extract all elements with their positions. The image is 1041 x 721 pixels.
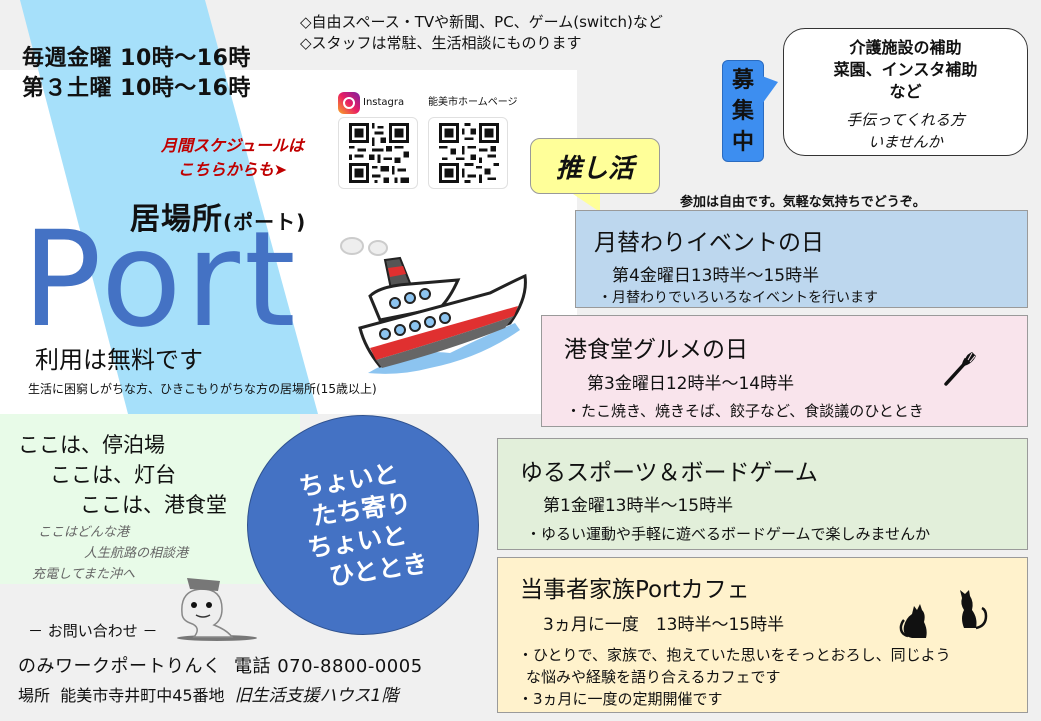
instagram-qr-block[interactable]: Instagra [338, 92, 430, 189]
event-name: 月替わりイベントの日 [594, 230, 824, 256]
org-name: のみワークポートりんく [18, 656, 222, 677]
feature-item: ◇スタッフは常駐、生活相談にものります [300, 34, 582, 52]
target-audience-text: 生活に困窮しがちな方、ひきこもりがちな方の居場所(15歳以上) [28, 382, 377, 396]
event-name: 港食堂グルメの日 [564, 337, 748, 363]
opening-hours: 毎週金曜 10時～16時 第３土曜 10時～16時 [22, 44, 251, 104]
event-name: 当事者家族Portカフェ [520, 577, 750, 603]
recruiting-bubble: 介護施設の補助 菜園、インスタ補助 など 手伝ってくれる方 いませんか [783, 28, 1028, 156]
contact-heading: － お問い合わせ － [28, 622, 158, 640]
city-homepage-qr-code[interactable] [428, 117, 508, 189]
event-card-family-cafe: 当事者家族Portカフェ 3ヵ月に一度 13時半～15時半 ・ひとりで、家族で、… [497, 557, 1028, 713]
contact-org-phone: のみワークポートりんく 電話 070-8800-0005 [18, 656, 423, 677]
event-time: 3ヵ月に一度 13時半～15時半 [543, 615, 785, 635]
city-homepage-qr-block[interactable]: 能美市ホームページ [428, 92, 520, 189]
page-title: 居場所(ポート) [130, 202, 307, 237]
event-desc: ・ゆるい運動や手軽に遊べるボードゲームで楽しみませんか [526, 525, 931, 543]
instagram-qr-code[interactable] [338, 117, 418, 189]
recruiting-tag: 募 集 中 [722, 60, 764, 162]
free-participation-note: 参加は自由です。気軽な気持ちでどうぞ。 [680, 195, 926, 210]
cat-icon [960, 590, 988, 630]
recruiting-tag-tail [762, 76, 778, 104]
port-logo: Port [22, 203, 300, 357]
cat-icon [899, 604, 927, 638]
phone-number[interactable]: 070-8800-0005 [277, 656, 423, 677]
diagonal-stripe [20, 0, 318, 414]
fork-icon [944, 350, 976, 386]
event-card-monthly: 月替わりイベントの日 第4金曜日13時半～15時半 ・月替わりでいろいろなイベン… [575, 210, 1028, 308]
event-name: ゆるスポーツ＆ボードゲーム [520, 460, 818, 486]
address: 能美市寺井町中45番地 [60, 686, 225, 705]
circle-text: ちょいと たち寄り ちょいと ひととき [296, 458, 430, 594]
feature-item: ◇自由スペース・TVや新聞、PC、ゲーム(switch)など [300, 13, 663, 31]
event-card-sports-games: ゆるスポーツ＆ボードゲーム 第1金曜13時半～15時半 ・ゆるい運動や手軽に遊べ… [497, 438, 1028, 550]
event-card-gourmet: 港食堂グルメの日 第3金曜日12時半～14時半 ・たこ焼き、焼きそば、餃子など、… [541, 315, 1028, 427]
free-of-charge-text: 利用は無料です [35, 346, 203, 374]
contact-address: 場所 能美市寺井町中45番地旧生活支援ハウス1階 [18, 686, 399, 706]
oshi-bubble-tail [570, 192, 600, 212]
mascot-icon [177, 578, 257, 641]
instagram-icon [338, 92, 360, 114]
event-time: 第4金曜日13時半～15時半 [612, 266, 820, 286]
event-desc: ・月替わりでいろいろなイベントを行います [598, 290, 878, 306]
event-desc: ・たこ焼き、焼きそば、餃子など、食談議のひととき [566, 402, 924, 420]
schedule-link-text: 月間スケジュールは こちらからも➤ [161, 136, 304, 179]
event-time: 第3金曜日12時半～14時半 [587, 374, 795, 394]
building-name: 旧生活支援ハウス1階 [234, 686, 399, 706]
features-list: ◇自由スペース・TVや新聞、PC、ゲーム(switch)など ◇スタッフは常駐、… [300, 12, 663, 54]
ship-icon [340, 237, 527, 374]
event-desc: ・ひとりで、家族で、抱えていた思いをそっとおろし、同じよう な悩みや経験を語り合… [518, 646, 951, 708]
hours-saturday: 第３土曜 10時～16時 [22, 76, 251, 101]
harbor-sub-lines: ここはどんな港 人生航路の相談港 充電してまた沖へ [32, 525, 189, 582]
drop-by-circle: ちょいと たち寄り ちょいと ひととき [247, 415, 479, 635]
hours-weekly: 毎週金曜 10時～16時 [22, 46, 251, 71]
event-time: 第1金曜13時半～15時半 [543, 496, 734, 516]
oshi-katsu-bubble: 推し活 [530, 138, 660, 194]
harbor-lines: ここは、停泊場 ここは、灯台 ここは、港食堂 [18, 433, 227, 517]
